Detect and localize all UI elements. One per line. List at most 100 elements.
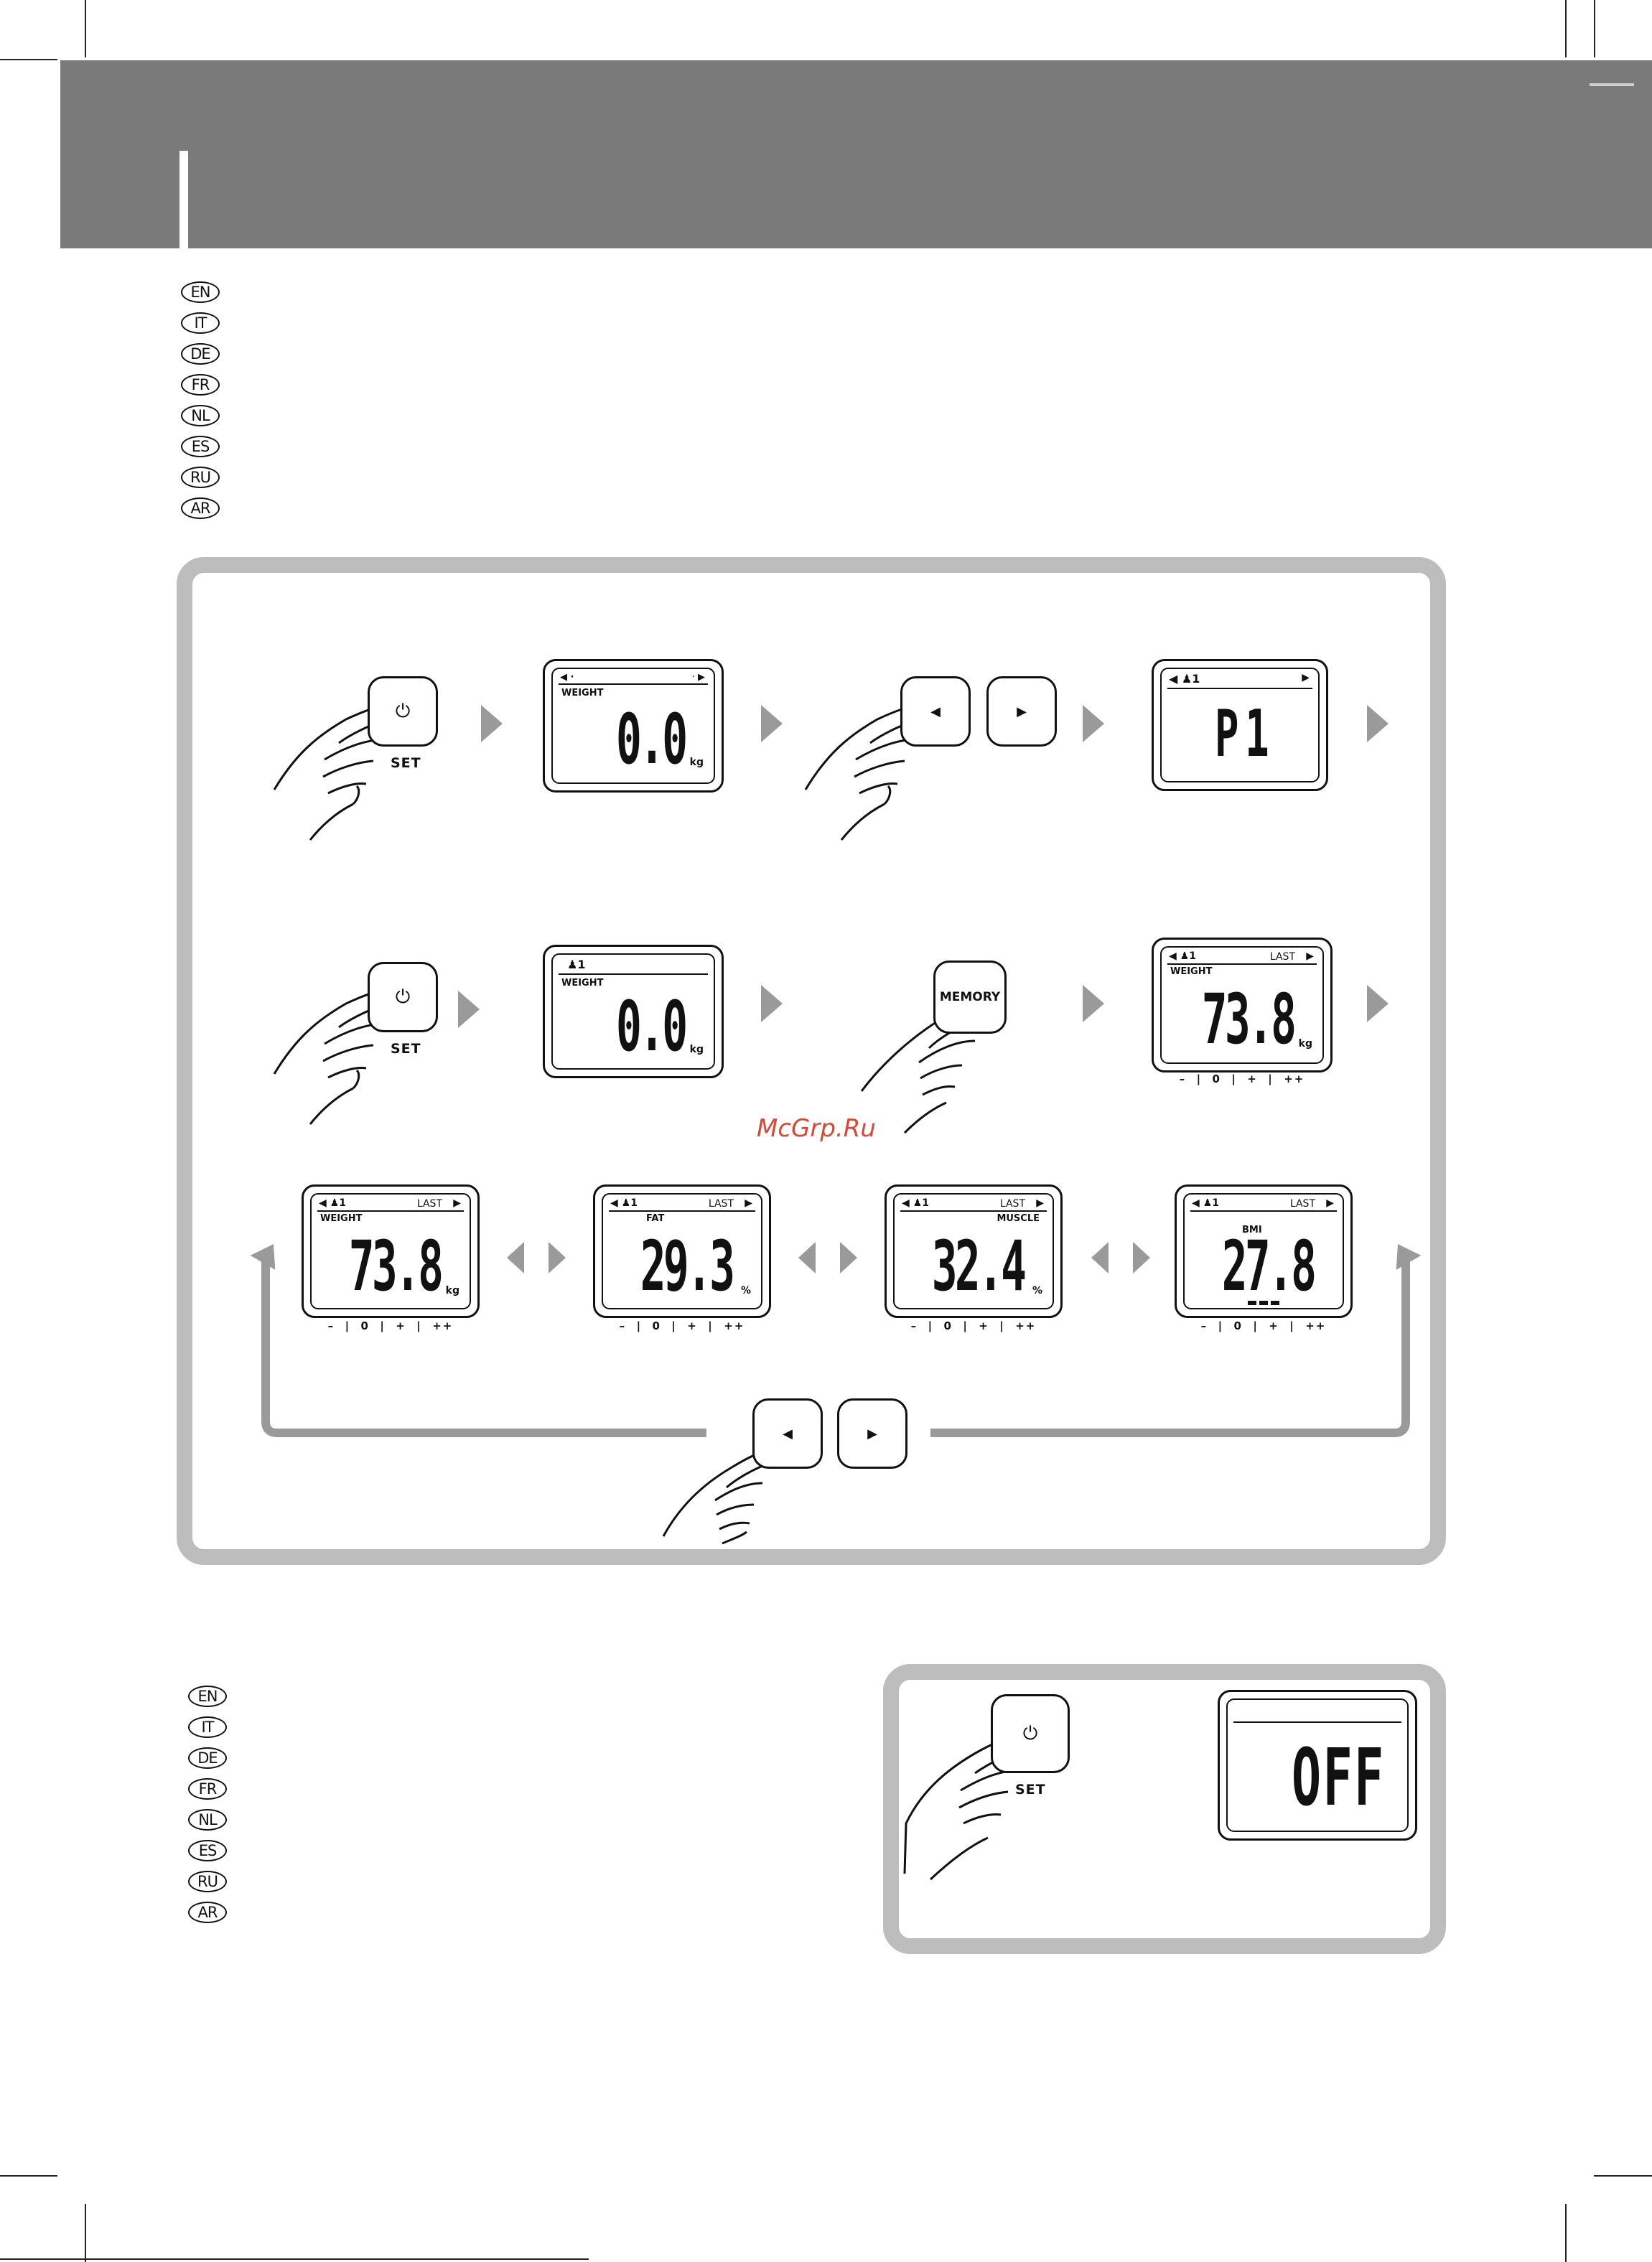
left-arrow-button[interactable]: ◀ [900,676,971,747]
lcd-scale-legend: – | 0 | + | ++ [1179,1072,1305,1085]
language-badge-de: DE [188,1747,227,1769]
language-badge-nl: NL [181,405,220,426]
lcd-last-indicator: LAST [708,1198,734,1210]
bidirectional-arrow-right-icon [1133,1242,1150,1273]
right-arrow-button[interactable]: ▶ [837,1398,907,1469]
lcd-last-indicator: LAST [1289,1198,1315,1210]
lcd-value: P1 [1214,696,1275,772]
lcd-user-indicator: ◀ · [560,672,574,683]
lcd-unit: % [1032,1285,1042,1296]
bidirectional-arrow-right-icon [840,1242,857,1273]
language-badge-ar: AR [188,1902,227,1923]
flow-arrow-icon [458,991,480,1028]
crop-mark [0,59,57,60]
lcd-value: 27.8 [1221,1226,1317,1307]
bidirectional-arrow-right-icon [549,1242,566,1273]
lcd-last-indicator: LAST [999,1198,1025,1210]
left-arrow-icon: ◀ [930,704,941,719]
header-dash [1590,83,1634,86]
language-badge-ru: RU [181,467,220,488]
lcd-unit: kg [689,757,704,768]
crop-mark [0,2175,57,2177]
language-badge-en: EN [181,281,220,303]
crop-mark [1565,2204,1567,2262]
lcd-value: 0.0 [615,699,688,780]
lcd-measure-label: WEIGHT [561,688,604,698]
lcd-value: 73.8 [348,1226,444,1307]
left-arrow-button[interactable]: ◀ [752,1398,823,1469]
lcd-arrow-indicator: ▶ [453,1197,461,1209]
language-badge-fr: FR [188,1778,227,1800]
lcd-value: 32.4 [931,1226,1027,1307]
crop-mark [1594,2175,1652,2177]
watermark: McGrp.Ru [757,1114,876,1143]
lcd-display-last-weight: ◀ ♟1 LAST ▶ WEIGHT 73.8 kg [1152,938,1333,1072]
language-badge-ar: AR [181,497,220,519]
set-label: SET [391,755,421,771]
lcd-arrow-indicator: ▶ [1036,1197,1044,1209]
lcd-last-indicator: LAST [416,1198,442,1210]
lcd-arrow-indicator: ▶ [1302,672,1310,683]
right-arrow-button[interactable]: ▶ [986,676,1057,747]
lcd-value: 0.0 [615,986,688,1067]
lcd-user-indicator: ◀ ♟1 [1192,1197,1219,1209]
language-badge-ru: RU [188,1871,227,1892]
crop-mark [85,2204,86,2262]
lcd-user-indicator: ◀ ♟1 [319,1197,346,1209]
header-band [60,60,1652,248]
lcd-measure-label: FAT [646,1213,665,1224]
lcd-unit: kg [689,1044,704,1055]
lcd-last-indicator: LAST [1269,951,1295,963]
bidirectional-arrow-left-icon [1091,1242,1109,1273]
lcd-value: OFF [1292,1731,1386,1823]
memory-label: MEMORY [939,990,1001,1004]
lcd-arrow-indicator: ▶ [1306,950,1314,962]
flow-arrow-icon [1083,985,1104,1022]
language-badge-en: EN [188,1686,227,1707]
flow-arrow-icon [1367,705,1389,742]
lcd-measure-label: WEIGHT [320,1213,363,1224]
flow-arrow-icon [1083,705,1104,742]
set-power-button[interactable]: ⏻ [368,676,438,747]
set-label: SET [391,1041,421,1057]
set-power-button[interactable]: ⏻ [368,962,438,1032]
lcd-scale-legend: – | 0 | + | ++ [327,1319,454,1332]
lcd-user-indicator: ◀ ♟1 [1169,950,1196,962]
set-power-button[interactable]: ⏻ [991,1694,1070,1773]
crop-mark [0,2258,589,2260]
flow-arrow-icon [1367,985,1389,1022]
flow-arrow-icon [481,705,503,742]
lcd-scale-legend: – | 0 | + | ++ [619,1319,745,1332]
flow-arrow-icon [761,985,783,1022]
lcd-measure-label: MUSCLE [997,1213,1040,1224]
lcd-scale-legend: – | 0 | + | ++ [910,1319,1037,1332]
power-icon: ⏻ [395,986,411,1008]
header-accent-bar [179,151,188,248]
language-badge-it: IT [188,1716,227,1738]
crop-mark [1565,0,1567,57]
lcd-user-indicator: ◀ ♟1 [610,1197,638,1209]
lcd-user-indicator: ◀ ♟1 [902,1197,929,1209]
lcd-scale-legend: – | 0 | + | ++ [1200,1319,1327,1332]
lcd-value: 29.3 [640,1226,735,1307]
language-badge-fr: FR [181,374,220,396]
bmi-indicator-icon [1248,1301,1279,1305]
language-badge-de: DE [181,343,220,365]
power-icon: ⏻ [1022,1722,1038,1744]
language-badge-es: ES [181,436,220,457]
lcd-display-weight-zero: ◀ · · ▶ WEIGHT 0.0 kg [543,659,724,793]
lcd-measure-label: BMI [1242,1225,1262,1235]
lcd-display-off: OFF [1218,1690,1417,1841]
crop-mark [1594,0,1595,57]
set-label: SET [1015,1782,1046,1798]
lcd-measure-label: WEIGHT [561,978,604,989]
lcd-display-p1: ◀ ♟1 ▶ P1 [1152,659,1328,791]
lcd-user-indicator: ◀ ♟1 [1169,672,1200,686]
flow-arrow-icon [761,705,783,742]
lcd-value: 73.8 [1201,979,1297,1060]
memory-button[interactable]: MEMORY [933,961,1007,1034]
